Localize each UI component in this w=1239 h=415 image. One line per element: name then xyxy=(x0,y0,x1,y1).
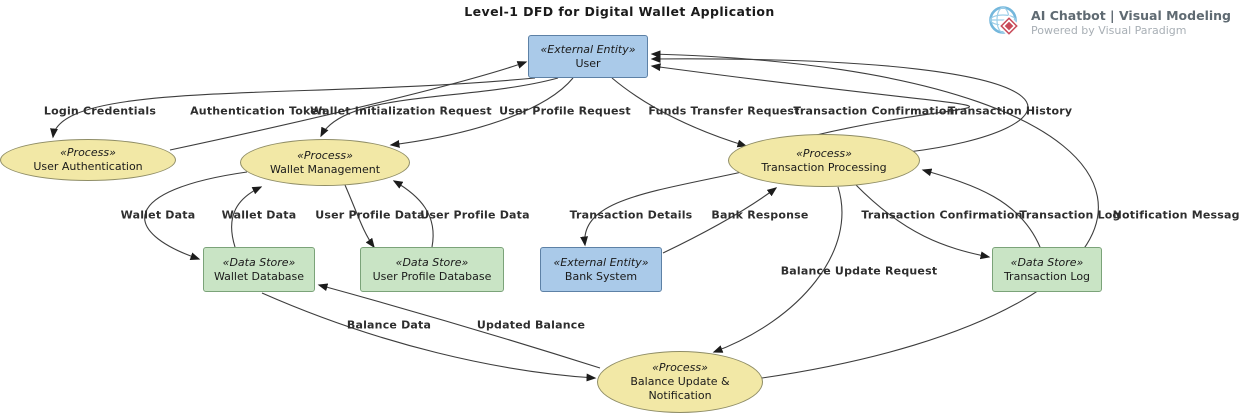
flow-label-user-profile-request[interactable]: User Profile Request xyxy=(499,104,631,118)
node-transaction-processing-stereotype: «Process» xyxy=(796,146,852,160)
branding-tagline: Powered by Visual Paradigm xyxy=(1031,24,1187,37)
node-balance-update-notification[interactable]: «Process» Balance Update & Notification xyxy=(597,351,763,413)
flow-label-login-credentials[interactable]: Login Credentials xyxy=(43,104,157,118)
node-transaction-processing-name: Transaction Processing xyxy=(761,160,887,174)
flow-label-balance-data[interactable]: Balance Data xyxy=(346,318,432,332)
flow-wallet-data-in[interactable] xyxy=(144,171,248,260)
flow-label-notification-message[interactable]: Notification Message xyxy=(1112,208,1239,222)
flow-label-wallet-data-in[interactable]: Wallet Data xyxy=(120,208,196,222)
flow-label-wallet-data-out[interactable]: Wallet Data xyxy=(221,208,297,222)
node-wallet-management-name: Wallet Management xyxy=(269,162,381,176)
node-wallet-management-stereotype: «Process» xyxy=(297,148,353,162)
flow-label-user-profile-data-out[interactable]: User Profile Data xyxy=(420,208,530,222)
flow-wallet-data-out[interactable] xyxy=(231,186,263,248)
node-wallet-database-name: Wallet Database xyxy=(213,269,305,283)
node-user-authentication-stereotype: «Process» xyxy=(60,146,116,159)
flow-label-transaction-confirmation-log[interactable]: Transaction Confirmation xyxy=(861,208,1023,222)
node-transaction-log[interactable]: «Data Store» Transaction Log xyxy=(992,247,1102,292)
flow-transaction-log[interactable] xyxy=(921,168,1041,248)
node-user-stereotype: «External Entity» xyxy=(540,42,636,56)
flow-login-credentials[interactable] xyxy=(50,77,536,139)
visual-paradigm-logo-icon xyxy=(989,6,1021,38)
node-balance-update-name: Balance Update & Notification xyxy=(630,375,730,402)
node-bank-system[interactable]: «External Entity» Bank System xyxy=(540,247,662,292)
node-transaction-processing[interactable]: «Process» Transaction Processing xyxy=(728,134,920,187)
flow-balance-data[interactable] xyxy=(261,292,597,382)
node-wallet-database[interactable]: «Data Store» Wallet Database xyxy=(203,247,315,292)
flow-transaction-confirmation-to-log[interactable] xyxy=(854,183,991,260)
node-transaction-log-stereotype: «Data Store» xyxy=(1010,255,1084,269)
flow-label-funds-transfer-request[interactable]: Funds Transfer Request xyxy=(648,104,800,118)
flow-authentication-token[interactable] xyxy=(169,61,528,151)
node-user-profile-database[interactable]: «Data Store» User Profile Database xyxy=(360,247,504,292)
flow-transaction-details[interactable] xyxy=(580,171,743,247)
flow-label-authentication-token[interactable]: Authentication Token xyxy=(190,104,326,118)
flow-label-user-profile-data-in[interactable]: User Profile Data xyxy=(315,208,425,222)
flow-wallet-initialization-request[interactable] xyxy=(320,77,559,138)
branding-product: AI Chatbot | Visual Modeling xyxy=(1031,8,1231,23)
flow-user-profile-request[interactable] xyxy=(389,77,574,148)
node-bank-system-stereotype: «External Entity» xyxy=(553,255,649,269)
flow-notification-message[interactable] xyxy=(650,50,1099,379)
flow-label-transaction-history[interactable]: Transaction History xyxy=(947,104,1073,118)
flow-label-updated-balance[interactable]: Updated Balance xyxy=(476,318,586,332)
flow-label-wallet-initialization-request[interactable]: Wallet Initialization Request xyxy=(310,104,492,118)
node-bank-system-name: Bank System xyxy=(564,269,638,283)
diagram-title: Level-1 DFD for Digital Wallet Applicati… xyxy=(464,4,775,19)
flow-bank-response[interactable] xyxy=(662,187,778,254)
flow-funds-transfer-request[interactable] xyxy=(611,77,748,148)
flow-label-transaction-log[interactable]: Transaction Log xyxy=(1019,208,1121,222)
flow-label-transaction-details[interactable]: Transaction Details xyxy=(569,208,693,222)
node-wallet-management[interactable]: «Process» Wallet Management xyxy=(240,139,410,186)
flow-updated-balance[interactable] xyxy=(317,283,601,369)
node-wallet-database-stereotype: «Data Store» xyxy=(222,255,296,269)
node-user-name: User xyxy=(575,56,601,70)
node-user[interactable]: «External Entity» User xyxy=(528,35,648,78)
flow-user-profile-data-in[interactable] xyxy=(344,184,375,249)
flow-transaction-history[interactable] xyxy=(650,54,1029,153)
node-user-profile-database-name: User Profile Database xyxy=(372,269,492,283)
node-transaction-log-name: Transaction Log xyxy=(1003,269,1091,283)
flow-user-profile-data-out[interactable] xyxy=(392,180,434,248)
node-user-authentication[interactable]: «Process» User Authentication xyxy=(0,139,176,181)
flow-label-transaction-confirmation-user[interactable]: Transaction Confirmation xyxy=(793,104,955,118)
node-user-profile-database-stereotype: «Data Store» xyxy=(395,255,469,269)
flow-label-balance-update-request[interactable]: Balance Update Request xyxy=(780,264,938,278)
flow-transaction-confirmation-to-user[interactable] xyxy=(650,63,970,137)
flow-balance-update-request[interactable] xyxy=(712,186,843,353)
node-balance-update-stereotype: «Process» xyxy=(652,361,708,374)
branding[interactable]: AI Chatbot | Visual Modeling Powered by … xyxy=(987,5,1231,41)
node-user-authentication-name: User Authentication xyxy=(33,160,143,173)
flow-label-bank-response[interactable]: Bank Response xyxy=(711,208,809,222)
